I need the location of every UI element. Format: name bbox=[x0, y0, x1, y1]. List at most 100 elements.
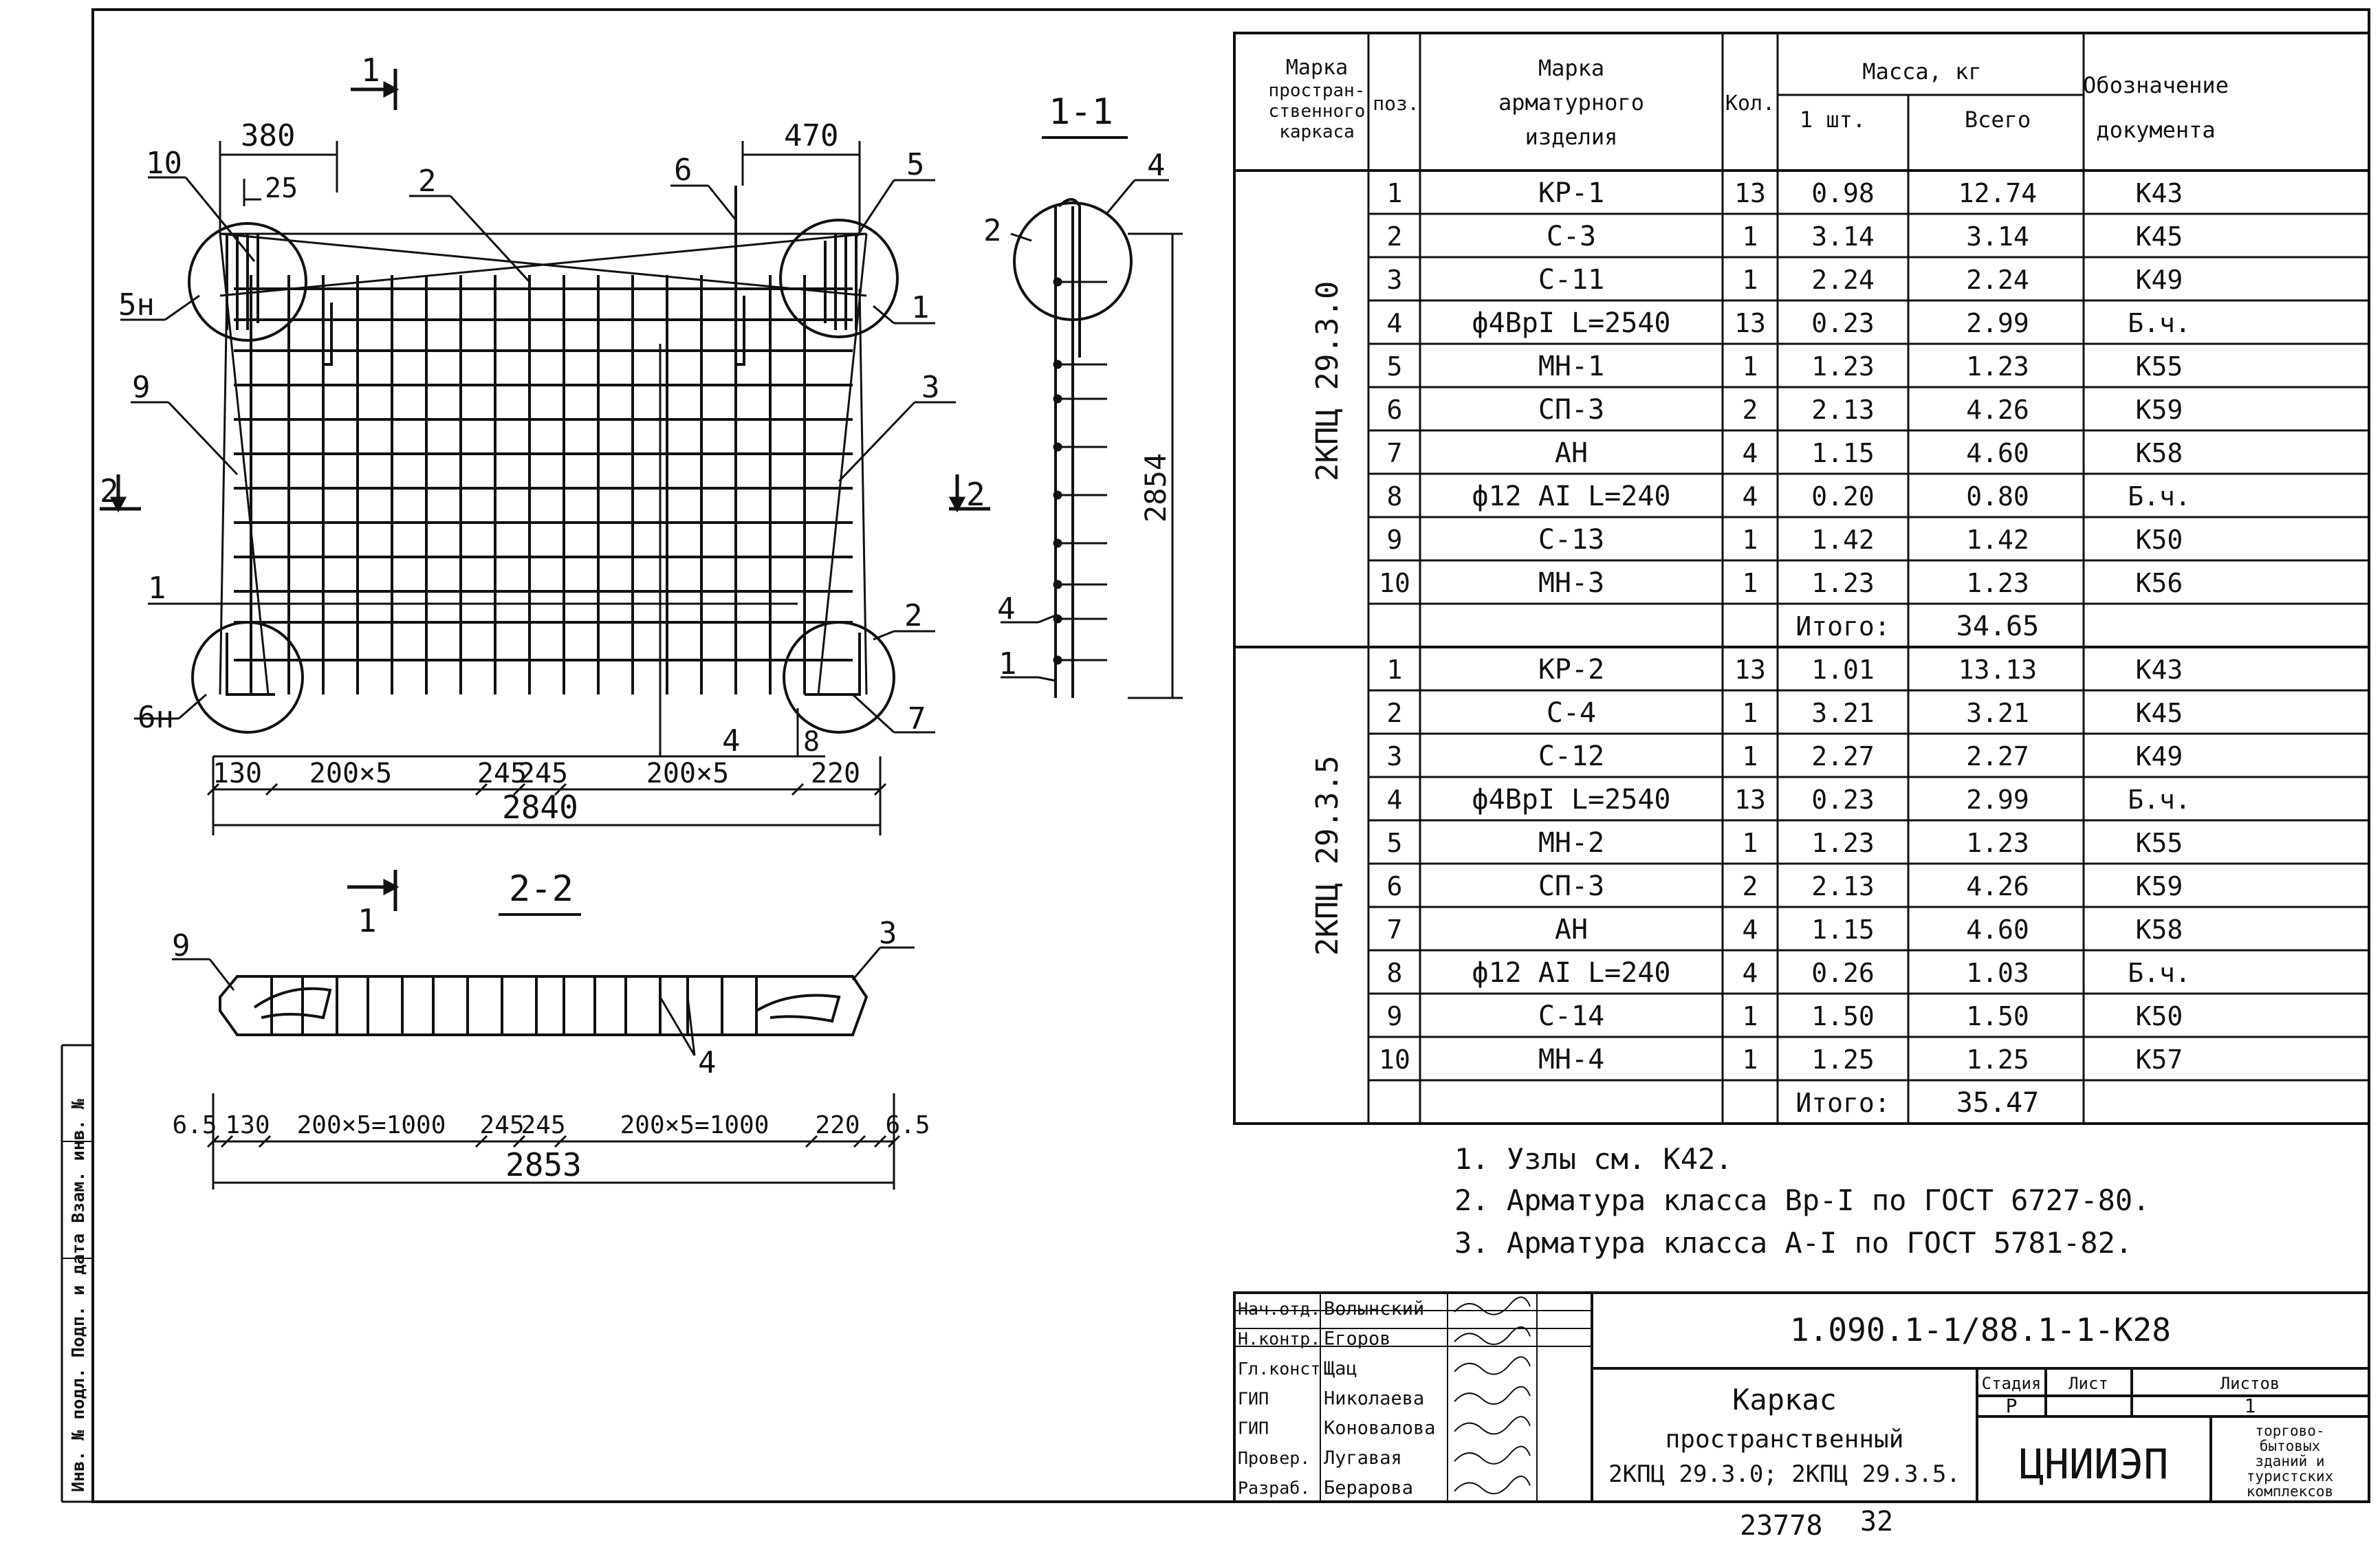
table-cell: 4 bbox=[1387, 308, 1403, 338]
table-cell: 0.98 bbox=[1811, 178, 1875, 208]
table-cell: С-11 bbox=[1538, 264, 1604, 296]
table-cell: 9 bbox=[1387, 525, 1403, 555]
name: Волынский bbox=[1324, 1298, 1424, 1320]
note-3: 3. Арматура класса А-I по ГОСТ 5781-82. bbox=[1454, 1226, 2132, 1260]
table-cell: Б.ч. bbox=[2128, 481, 2191, 512]
hdr-frame-mark-4: каркаса bbox=[1279, 122, 1355, 142]
node-circles bbox=[188, 219, 899, 734]
name: Коновалова bbox=[1324, 1418, 1436, 1439]
table-cell: 1.42 bbox=[1811, 525, 1875, 555]
corner-bars bbox=[226, 186, 861, 696]
signature-row: Н.контр.Егоров bbox=[1238, 1326, 1531, 1349]
callout-2: 2 bbox=[418, 164, 437, 199]
sec1-callout-1: 1 bbox=[998, 646, 1017, 681]
table-cell: 2.24 bbox=[1811, 265, 1875, 295]
total-label: Итого: bbox=[1795, 1088, 1890, 1118]
notes: 1. Узлы см. К42. 2. Арматура класса Вр-I… bbox=[1454, 1142, 2150, 1260]
table-cell: 1.03 bbox=[1966, 958, 2029, 988]
sec2-dim-3: 245 bbox=[479, 1111, 524, 1139]
callout-1-left: 1 bbox=[148, 571, 166, 606]
total-value: 35.47 bbox=[1956, 1087, 2039, 1119]
footer-number: 23778 bbox=[1740, 1510, 1822, 1542]
table-cell: 8 bbox=[1387, 481, 1403, 512]
callout-3: 3 bbox=[921, 370, 940, 405]
callout-1-right: 1 bbox=[911, 290, 930, 325]
callout-8-plan: 8 bbox=[803, 726, 820, 758]
table-cell: К59 bbox=[2136, 395, 2183, 425]
table-cell: К50 bbox=[2136, 1001, 2183, 1031]
callout-4-plan: 4 bbox=[722, 723, 741, 758]
table-cell: 2 bbox=[1743, 871, 1758, 901]
sec2-callout-3: 3 bbox=[879, 916, 897, 951]
hdr-mass-total: Всего bbox=[1965, 107, 2031, 133]
table-cell: 1 bbox=[1743, 221, 1758, 252]
table-cell: К58 bbox=[2136, 915, 2183, 945]
table-cell: МН-2 bbox=[1538, 827, 1604, 859]
table-cell: 1.23 bbox=[1811, 568, 1875, 598]
cut-label-2-left: 2 bbox=[100, 472, 119, 510]
name: Лугавая bbox=[1324, 1447, 1402, 1469]
callout-7: 7 bbox=[908, 701, 926, 736]
callout-10: 10 bbox=[146, 146, 182, 181]
table-cell: 3 bbox=[1387, 741, 1403, 771]
table-cell: 1 bbox=[1387, 655, 1403, 685]
table-cell: ф4ВрI L=2540 bbox=[1472, 307, 1671, 339]
left-strip-label: Инв. № подл. Подп. и дата Взам. инв. № bbox=[68, 1099, 88, 1492]
org-sub-2: бытовых bbox=[2260, 1438, 2321, 1454]
signature-mark bbox=[1454, 1416, 1531, 1435]
org-sub-4: туристских bbox=[2247, 1468, 2333, 1485]
signature-mark bbox=[1454, 1445, 1531, 1465]
sec2-callout-9: 9 bbox=[172, 928, 190, 963]
org-sub-1: торгово- bbox=[2255, 1423, 2324, 1439]
hdr-frame-mark-2: простран- bbox=[1269, 80, 1366, 101]
plan-total-dim: 2840 bbox=[502, 789, 578, 826]
table-cell: 2 bbox=[1387, 221, 1403, 252]
callout-6n: 6н bbox=[138, 700, 174, 735]
table-cell: К49 bbox=[2136, 265, 2183, 295]
sec2-dim-0: 6.5 bbox=[172, 1111, 217, 1139]
table-cell: СП-3 bbox=[1538, 871, 1604, 902]
table-cell: 1 bbox=[1387, 178, 1403, 208]
table-cell: 3.21 bbox=[1966, 698, 2029, 728]
table-cell: 2.13 bbox=[1811, 871, 1875, 901]
table-cell: МН-1 bbox=[1538, 351, 1604, 382]
org-sub-3: зданий и bbox=[2255, 1453, 2324, 1469]
table-cell: 2.27 bbox=[1811, 741, 1875, 771]
table-cell: 4.26 bbox=[1966, 395, 2029, 425]
table-cell: АН bbox=[1555, 914, 1588, 945]
signature-mark bbox=[1454, 1476, 1531, 1495]
dim-470: 470 bbox=[784, 118, 838, 153]
table-cell: 4 bbox=[1743, 438, 1758, 468]
plan-dim-3: 245 bbox=[518, 758, 568, 789]
group-mark-1: 2КПЦ 29.3.0 bbox=[1310, 281, 1345, 481]
cut-label-2-right: 2 bbox=[966, 476, 985, 513]
table-cell: К49 bbox=[2136, 741, 2183, 771]
plan-leaders bbox=[120, 176, 956, 758]
doc-code: 1.090.1-1/88.1-1-К28 bbox=[1790, 1311, 2171, 1348]
table-cell: 8 bbox=[1387, 958, 1403, 988]
role: ГИП bbox=[1238, 1419, 1269, 1438]
org-sub-5: комплексов bbox=[2247, 1483, 2333, 1500]
table-cell: 1.15 bbox=[1811, 438, 1875, 468]
callout-5n: 5н bbox=[118, 287, 155, 322]
hdr-pos: поз. bbox=[1373, 92, 1419, 115]
table-cell: КР-2 bbox=[1538, 654, 1604, 686]
table-cell: 4.60 bbox=[1966, 915, 2029, 945]
table-cell: Б.ч. bbox=[2128, 958, 2191, 988]
table-cell: 1 bbox=[1743, 351, 1758, 382]
table-cell: 3.14 bbox=[1966, 221, 2029, 252]
table-cell: 1.23 bbox=[1811, 828, 1875, 858]
